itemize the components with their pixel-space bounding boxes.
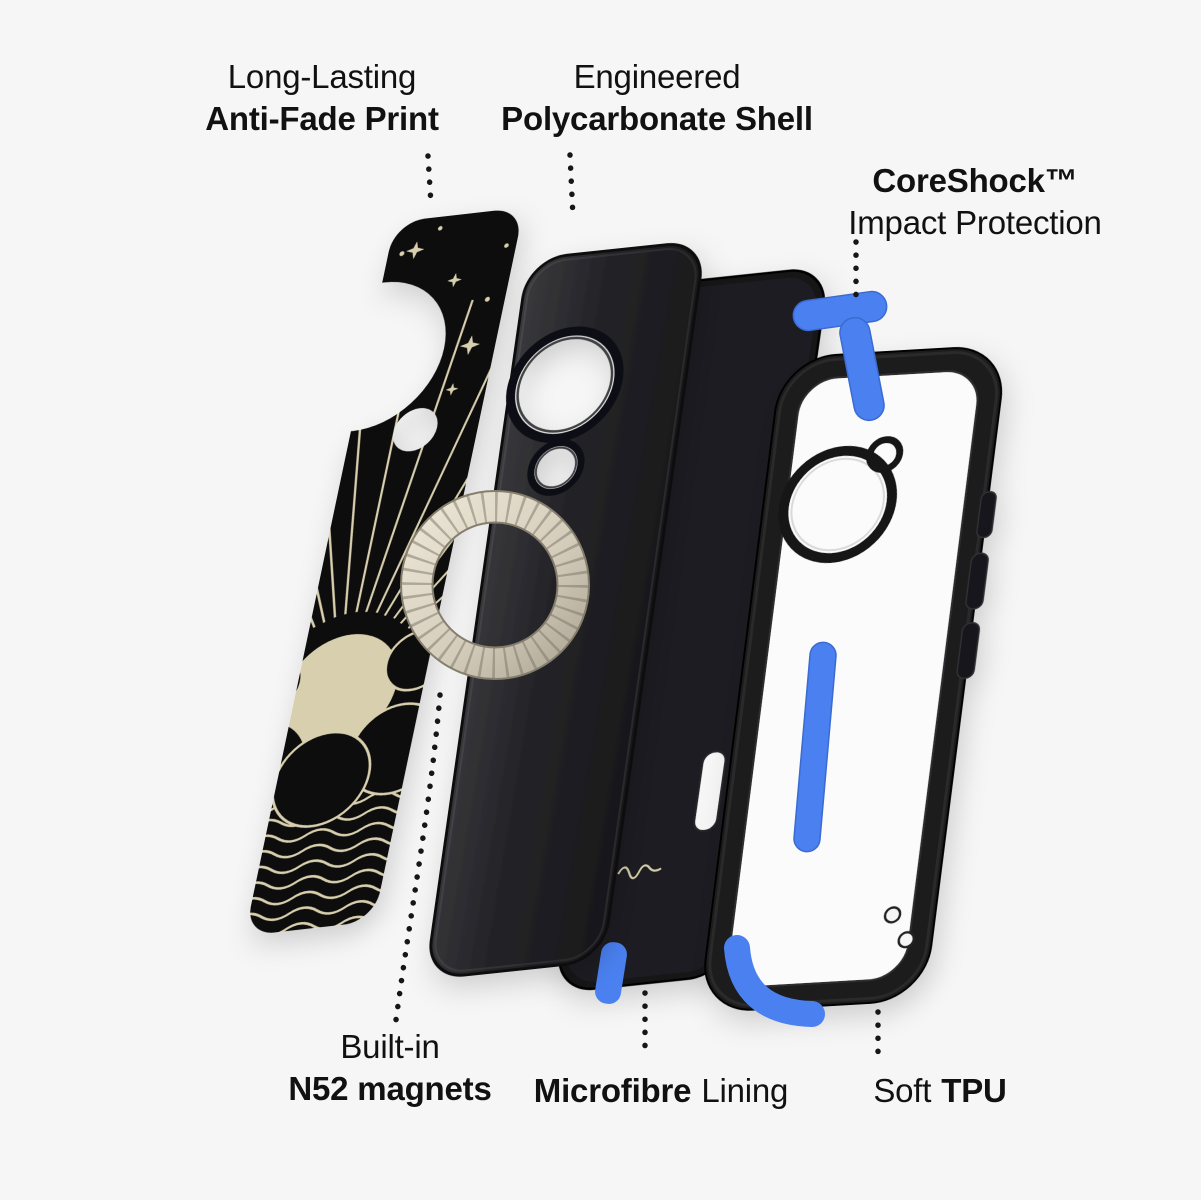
magsafe-magnet-ring (400, 490, 590, 680)
label-coreshock: CoreShock™ Impact Protection (785, 160, 1165, 244)
label-coreshock-line1: CoreShock™ (872, 162, 1078, 199)
label-soft-tpu: Soft TPU (750, 1070, 1130, 1112)
button-cutout (693, 750, 727, 832)
label-magnets-line1: Built-in (340, 1028, 440, 1065)
label-anti-fade-line1: Long-Lasting (227, 58, 417, 95)
bottom-holes (883, 906, 916, 949)
label-polycarbonate-line1: Engineered (573, 58, 741, 95)
label-coreshock-line2: Impact Protection (848, 204, 1102, 242)
side-buttons (956, 491, 997, 680)
brand-logo (617, 864, 662, 880)
camera-cutouts (506, 326, 624, 496)
frame-camera-ring (778, 436, 904, 564)
tpu-frame-layer (704, 347, 1003, 1011)
sea-waves (229, 790, 424, 937)
label-anti-fade-line2: Anti-Fade Print (205, 100, 439, 138)
leader-anti-fade (425, 153, 434, 207)
leader-lines (393, 152, 881, 1061)
label-microfibre-emphasis: Microfibre (533, 1072, 692, 1109)
label-anti-fade-print: Long-Lasting Anti-Fade Print (132, 56, 512, 140)
label-n52-magnets: Built-in N52 magnets (200, 1026, 580, 1110)
label-tpu-rest: Soft (873, 1072, 932, 1109)
coreshock-inserts (724, 290, 888, 1027)
label-microfibre-rest: Lining (701, 1072, 789, 1109)
leader-n52-magnets (393, 692, 443, 1023)
leader-polycarbonate (567, 152, 576, 220)
clouds (203, 629, 448, 828)
stars (399, 226, 509, 396)
label-polycarbonate-shell: Engineered Polycarbonate Shell (467, 56, 847, 140)
label-tpu-emphasis: TPU (941, 1072, 1007, 1109)
sun (282, 634, 398, 747)
coreshock-sliver (595, 942, 627, 1004)
label-magnets-line2: N52 magnets (288, 1070, 492, 1108)
art-print-layer (0, 210, 746, 937)
label-polycarbonate-line2: Polycarbonate Shell (501, 100, 813, 138)
label-microfibre-lining: Microfibre Lining (471, 1070, 851, 1112)
